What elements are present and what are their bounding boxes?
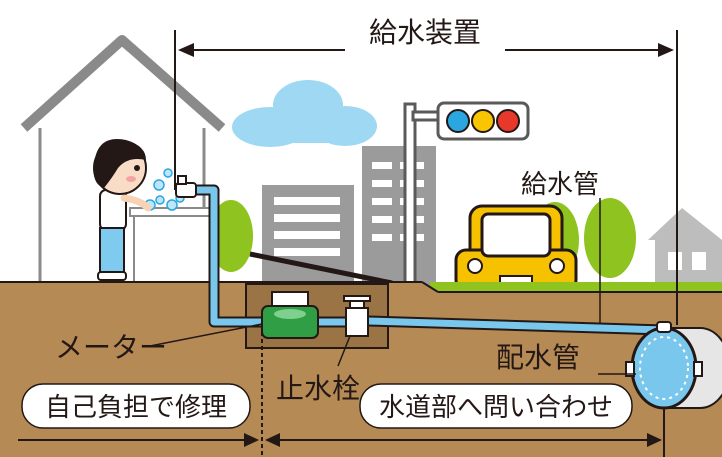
cloud — [232, 80, 377, 147]
signal-yellow-light — [471, 109, 495, 133]
stop-valve-leader — [337, 335, 351, 367]
signal-blue-light — [446, 109, 470, 133]
grass — [430, 282, 722, 292]
stop-valve-icon — [343, 295, 371, 337]
meter-leader — [149, 323, 263, 347]
supply-pipe-label: 給水管 — [521, 170, 599, 200]
meter-icon — [261, 291, 319, 339]
person — [93, 139, 152, 281]
distribution-main-icon — [625, 321, 722, 410]
signal-red-light — [496, 109, 520, 133]
building-right — [648, 208, 722, 288]
contact-waterworks-box — [359, 383, 633, 429]
building-left — [262, 185, 354, 291]
responsibility-dimension — [18, 318, 665, 457]
meter-label: メーター — [55, 331, 167, 364]
traffic-signal — [403, 101, 530, 291]
supply-equipment-label: 給水装置 — [369, 16, 481, 49]
tree-left — [209, 200, 253, 288]
self-pay-repair-box — [21, 383, 251, 429]
tree-right-2 — [584, 198, 636, 278]
contact-waterworks-label: 水道部へ問い合わせ — [379, 393, 613, 423]
supply-pipe — [184, 184, 666, 336]
distribution-main-label: 配水管 — [496, 341, 580, 374]
building-tall — [362, 146, 436, 291]
self-pay-repair-label: 自己負担で修理 — [45, 393, 227, 423]
stop-valve-label: 止水栓 — [276, 372, 360, 405]
road-edge — [249, 251, 393, 286]
